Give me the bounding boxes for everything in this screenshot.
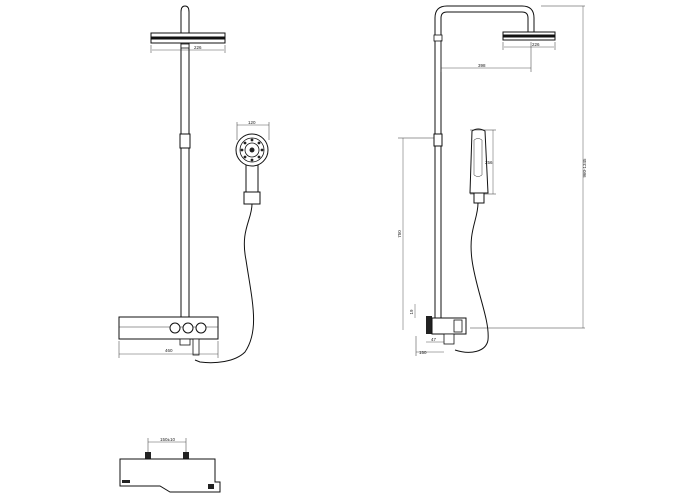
front-body-width-label: 460 [165,348,173,353]
front-head-width-label: 226 [194,45,202,50]
side-hose [454,202,489,353]
side-small-b-label: 47 [431,337,437,342]
side-slide-height-label: 750 [397,230,402,238]
front-shower-head: 226 [150,32,226,53]
front-thermostat-body: 460 [118,316,219,358]
front-handshower-width-label: 120 [248,120,256,125]
bottom-view: 150±10 [119,437,221,493]
side-small-c-label: 150 [419,350,427,355]
side-view: 226 398 256 960-1345 750 [397,5,587,356]
bottom-connection-label: 150±10 [160,437,175,442]
side-head-width-label: 226 [532,42,540,47]
front-view: 226 120 [118,5,270,364]
side-shower-head: 226 [502,31,556,50]
side-hand-shower: 256 [469,128,496,204]
side-small-a-label: 19 [409,309,414,315]
side-thermostat-body: 19 47 150 [409,304,467,356]
side-arm-reach-label: 398 [478,63,486,68]
side-total-height-label: 960-1345 [582,158,587,178]
side-riser-and-arm [434,5,535,330]
front-riser-pipe [179,38,191,318]
front-hose [194,203,255,364]
side-handshower-height-label: 256 [485,160,493,165]
front-hand-shower: 120 [235,120,270,205]
